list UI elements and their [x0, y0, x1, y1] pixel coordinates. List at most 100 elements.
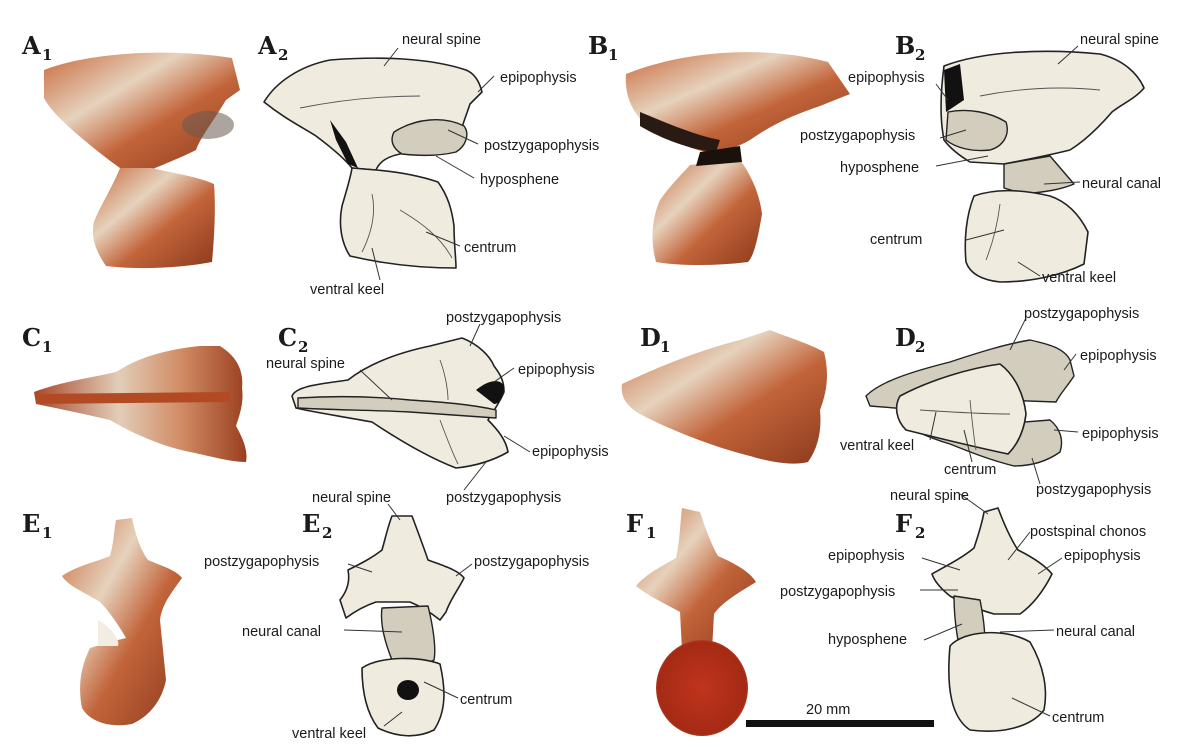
photo-b1: [625, 52, 850, 265]
svg-text:2: 2: [298, 338, 308, 356]
svg-text:E: E: [22, 509, 40, 538]
c2-label-neural-spine: neural spine: [266, 356, 345, 372]
labels-f2: neural spine postspinal chonos epipophys…: [780, 488, 1146, 726]
e2-label-postzyg-right: postzygapophysis: [474, 554, 589, 570]
e2-label-centrum: centrum: [460, 692, 512, 708]
e2-label-neural-spine: neural spine: [312, 490, 391, 506]
scale-bar-label: 20 mm: [806, 702, 850, 718]
svg-text:B: B: [895, 31, 915, 60]
svg-text:D: D: [895, 323, 916, 352]
svg-text:2: 2: [915, 46, 925, 64]
a2-dark-fill: [330, 120, 358, 168]
leaders: [343, 45, 1081, 727]
d2-crack: [919, 399, 1011, 451]
svg-text:D: D: [640, 323, 661, 352]
a2-label-postzygapophysis: postzygapophysis: [484, 138, 599, 154]
a2-crack: [299, 95, 453, 259]
b2-crack: [979, 87, 1101, 261]
drawing-d2: [865, 339, 1075, 467]
a2-label-epipophysis: epipophysis: [500, 70, 577, 86]
photo-f1: [636, 508, 756, 736]
b2-label-neural-canal: neural canal: [1082, 176, 1161, 192]
drawing-e2: [339, 515, 465, 737]
svg-text:1: 1: [646, 524, 656, 542]
b2-label-postzygapophysis: postzygapophysis: [800, 128, 915, 144]
b2-label-ventral-keel: ventral keel: [1042, 270, 1116, 286]
b2-label-neural-spine: neural spine: [1080, 32, 1159, 48]
svg-text:E: E: [302, 509, 320, 538]
d2-label-epipophysis-bottom: epipophysis: [1082, 426, 1159, 442]
c2-spine-ridge: [297, 396, 497, 419]
f2-centrum: [948, 631, 1047, 732]
photo-e1: [62, 518, 182, 726]
c2-dark-fill: [476, 381, 504, 404]
svg-text:C: C: [22, 323, 41, 352]
labels-a2: neural spine epipophysis postzygapophysi…: [310, 32, 599, 298]
c2-crack: [439, 359, 459, 465]
c2-label-epipophysis-top: epipophysis: [518, 362, 595, 378]
e2-label-ventral-keel: ventral keel: [292, 726, 366, 742]
scale-bar-line: [746, 720, 934, 727]
svg-text:1: 1: [42, 524, 52, 542]
labels-e2: neural spine postzygapophysis postzygapo…: [204, 490, 589, 742]
photo-d1: [621, 330, 827, 464]
e2-label-postzyg-left: postzygapophysis: [204, 554, 319, 570]
drawing-b2: [940, 50, 1145, 283]
drawing-c2: [291, 337, 509, 469]
c2-label-postzyg-top: postzygapophysis: [446, 310, 561, 326]
a2-label-centrum: centrum: [464, 240, 516, 256]
f2-label-hyposphene: hyposphene: [828, 632, 907, 648]
svg-text:A: A: [21, 31, 41, 60]
d2-label-postzyg-bottom: postzygapophysis: [1036, 482, 1151, 498]
svg-text:F: F: [626, 509, 643, 538]
e2-neural-canal: [380, 605, 436, 667]
d2-centrum: [895, 363, 1027, 455]
b2-postzyg: [945, 109, 1008, 152]
f2-label-neural-spine: neural spine: [890, 488, 969, 504]
f2-label-epipophysis-left: epipophysis: [828, 548, 905, 564]
b2-label-epipophysis: epipophysis: [848, 70, 925, 86]
svg-text:1: 1: [42, 338, 52, 356]
labels-c2: postzygapophysis neural spine epipophysi…: [266, 310, 609, 506]
scale-bar: 20 mm: [746, 702, 934, 727]
d2-label-ventral-keel: ventral keel: [840, 438, 914, 454]
b2-centrum: [964, 189, 1089, 283]
svg-text:1: 1: [660, 338, 670, 356]
svg-text:2: 2: [915, 338, 925, 356]
d2-label-centrum: centrum: [944, 462, 996, 478]
svg-text:A: A: [257, 31, 277, 60]
f2-label-postspinal-chonos: postspinal chonos: [1030, 524, 1146, 540]
b2-label-centrum: centrum: [870, 232, 922, 248]
drawing-a2: [263, 57, 483, 269]
e2-label-neural-canal: neural canal: [242, 624, 321, 640]
d2-label-postzyg-top: postzygapophysis: [1024, 306, 1139, 322]
svg-text:B: B: [588, 31, 608, 60]
e2-spine-arch: [339, 515, 465, 621]
photo-c1: [34, 346, 247, 462]
c2-label-epipophysis-bottom: epipophysis: [532, 444, 609, 460]
e2-dark-hole: [397, 680, 419, 700]
a2-centrum: [339, 167, 457, 269]
c2-label-postzyg-bottom: postzygapophysis: [446, 490, 561, 506]
a2-label-hyposphene: hyposphene: [480, 172, 559, 188]
f2-label-centrum: centrum: [1052, 710, 1104, 726]
labels-d2: postzygapophysis epipophysis ventral kee…: [840, 306, 1159, 498]
svg-text:2: 2: [322, 524, 332, 542]
a2-postzyg: [391, 119, 468, 157]
drawing-f2: [931, 507, 1053, 732]
svg-text:C: C: [278, 323, 297, 352]
labels-b2: neural spine epipophysis postzygapophysi…: [800, 32, 1161, 286]
